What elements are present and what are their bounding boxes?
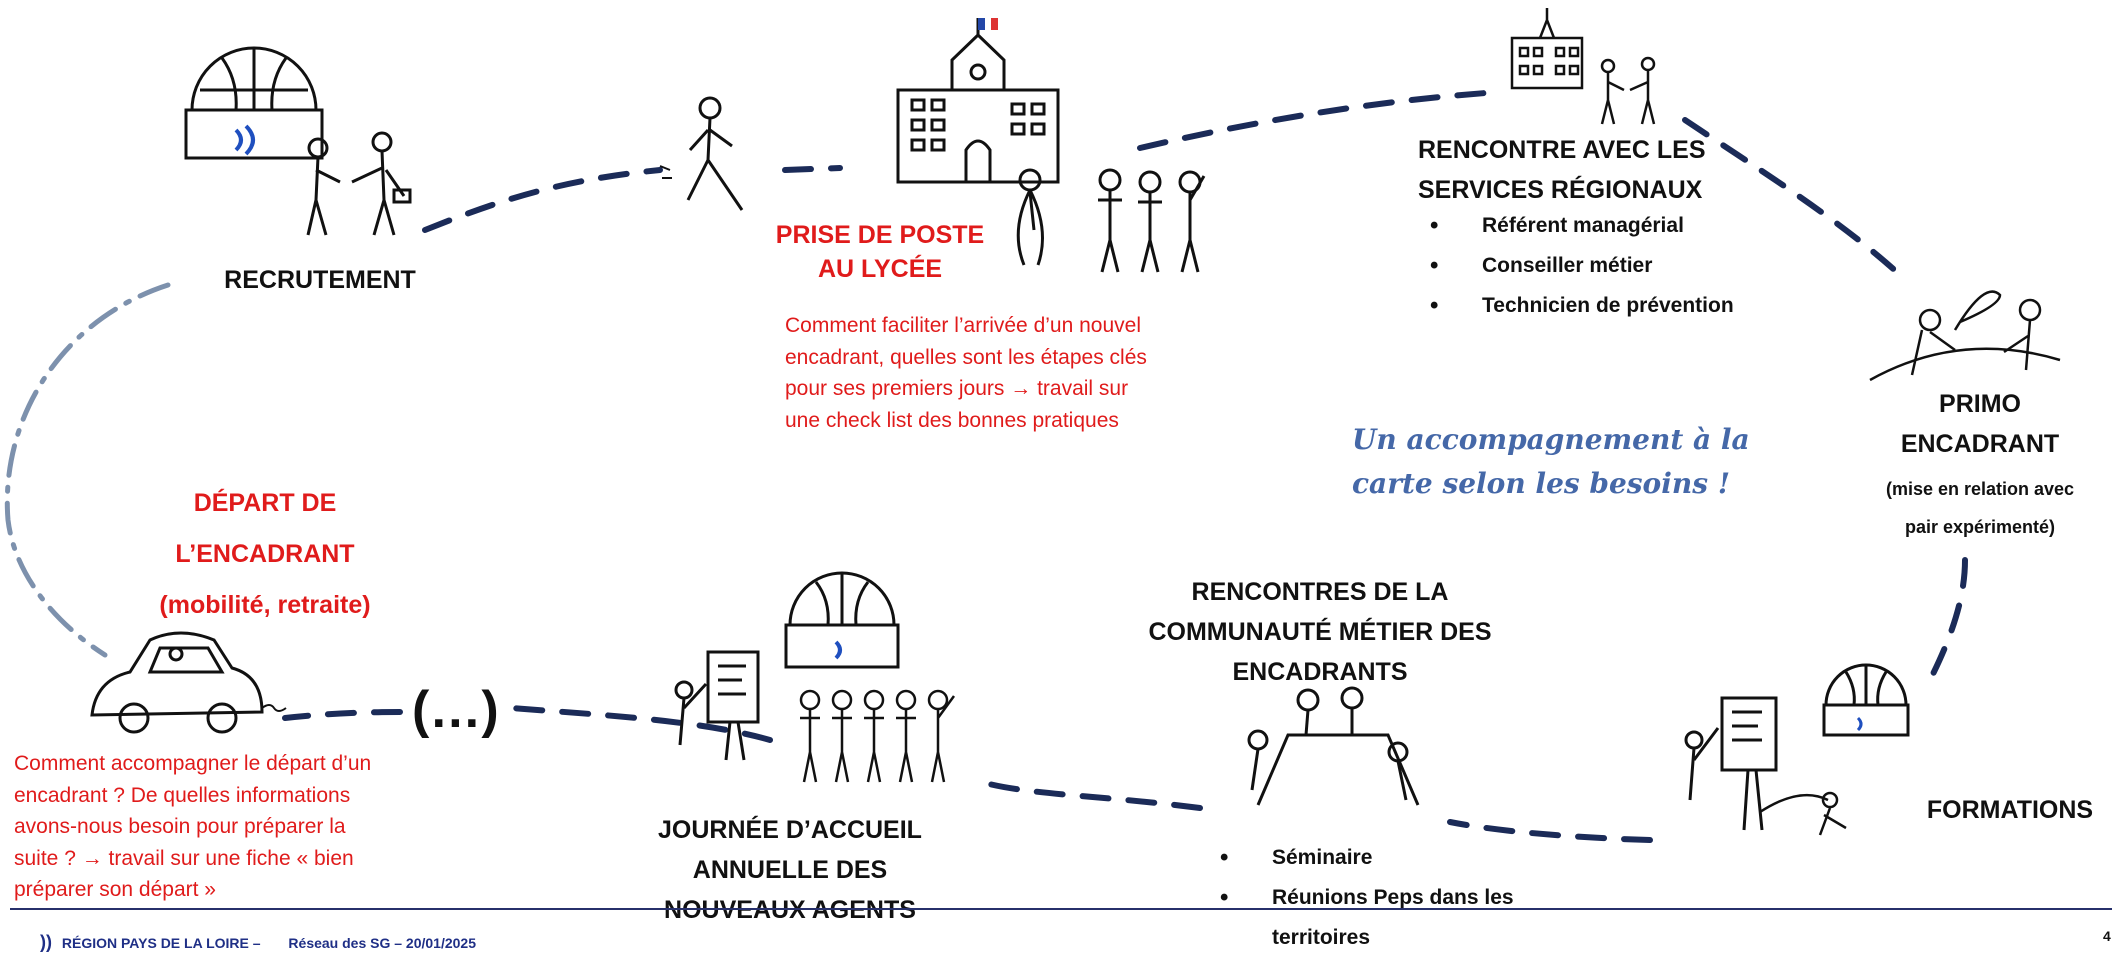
footer-org: )) RÉGION PAYS DE LA LOIRE – Réseau des … bbox=[40, 932, 476, 953]
path-region-to-primo bbox=[1682, 117, 1903, 278]
prise-de-poste-text-line: Comment faciliter l’arrivée d’un nouvel bbox=[785, 314, 1141, 337]
stage-primo-encadrant: PRIMO ENCADRANT bbox=[1870, 384, 2090, 464]
list-item: territoires bbox=[1272, 926, 1371, 949]
primo-note-line1: (mise en relation avec bbox=[1885, 479, 2075, 499]
stage-formations-label: FORMATIONS bbox=[1926, 796, 2094, 824]
lycee-building-icon bbox=[896, 18, 1060, 184]
stage-depart-line1: DÉPART DE bbox=[193, 489, 337, 517]
stage-depart-line3: (mobilité, retraite) bbox=[159, 591, 371, 619]
stage-recrutement-label: RECRUTEMENT bbox=[224, 266, 416, 294]
footer-org-name: RÉGION PAYS DE LA LOIRE – bbox=[61, 935, 261, 951]
depart-text-line: suite ? → travail sur une fiche « bien bbox=[14, 846, 354, 870]
dome-building-icon bbox=[1822, 663, 1910, 737]
reclining-person-icon bbox=[1759, 791, 1847, 836]
stage-rencontre-line1: RENCONTRE AVEC LES bbox=[1418, 136, 1706, 164]
region-logo-icon: )) bbox=[40, 932, 52, 952]
regional-building-icon bbox=[1510, 8, 1584, 90]
stage-journee-accueil: JOURNÉE D’ACCUEIL ANNUELLE DES NOUVEAUX … bbox=[640, 810, 940, 930]
slogan-line2: carte selon les besoins ! bbox=[1352, 467, 1731, 500]
stage-prise-de-poste: PRISE DE POSTE AU LYCÉE bbox=[760, 218, 1000, 286]
stage-primo-line1: PRIMO bbox=[1939, 390, 2021, 418]
stage-journee-line2: ANNUELLE DES bbox=[692, 856, 888, 884]
depart-text-line: avons-nous besoin pour préparer la bbox=[14, 815, 346, 838]
stage-communaute: RENCONTRES DE LA COMMUNAUTÉ MÉTIER DES E… bbox=[1130, 572, 1510, 692]
dome-building-icon bbox=[184, 46, 324, 160]
primo-note: (mise en relation avec pair expérimenté) bbox=[1860, 470, 2100, 546]
presentation-board-icon bbox=[674, 650, 760, 761]
podium-icon bbox=[1247, 686, 1420, 806]
presentation-board-icon bbox=[1684, 696, 1778, 831]
primo-note-line2: pair expérimenté) bbox=[1904, 517, 2056, 537]
stage-formations: FORMATIONS bbox=[1910, 792, 2110, 830]
stage-communaute-line3: ENCADRANTS bbox=[1232, 658, 1408, 686]
path-journee-to-ellipsis bbox=[509, 705, 773, 743]
stage-journee-line1: JOURNÉE D’ACCUEIL bbox=[658, 816, 922, 844]
list-item: Conseiller métier bbox=[1430, 246, 1734, 286]
communaute-items-list: Séminaire Réunions Peps dans les territo… bbox=[1220, 838, 1514, 958]
list-item: Réunions Peps dans les bbox=[1220, 878, 1514, 918]
depart-text-line: préparer son départ » bbox=[14, 878, 216, 901]
stage-recrutement: RECRUTEMENT bbox=[200, 262, 440, 300]
footer-event: Réseau des SG – 20/01/2025 bbox=[288, 935, 476, 951]
stage-communaute-line2: COMMUNAUTÉ MÉTIER DES bbox=[1148, 618, 1492, 646]
walking-person-icon bbox=[659, 96, 744, 211]
conversation-icon bbox=[1869, 290, 2061, 382]
slogan: Un accompagnement à la carte selon les b… bbox=[1352, 418, 1750, 506]
ellipsis: (…) bbox=[412, 681, 499, 739]
handshake-icon bbox=[1600, 56, 1656, 125]
stage-rencontre-line2: SERVICES RÉGIONAUX bbox=[1418, 176, 1703, 204]
slogan-line1: Un accompagnement à la bbox=[1352, 423, 1750, 456]
prise-de-poste-text-line: pour ses premiers jours → travail sur bbox=[785, 377, 1129, 400]
path-primo-to-formations bbox=[1927, 557, 1968, 683]
stage-journee-line3: NOUVEAUX AGENTS bbox=[664, 896, 916, 924]
list-item: Référent managérial bbox=[1430, 206, 1734, 246]
stage-prise-de-poste-line2: AU LYCÉE bbox=[817, 255, 943, 283]
prise-de-poste-text-line: une check list des bonnes pratiques bbox=[785, 408, 1119, 432]
list-item: Technicien de prévention bbox=[1430, 286, 1734, 326]
path-return-loop bbox=[4, 282, 171, 658]
dome-building-icon bbox=[784, 571, 900, 669]
page-number: 4 bbox=[2103, 928, 2111, 944]
stage-prise-de-poste-line1: PRISE DE POSTE bbox=[775, 221, 985, 249]
stage-depart: DÉPART DE L’ENCADRANT (mobilité, retrait… bbox=[140, 478, 390, 631]
list-item: Séminaire bbox=[1220, 838, 1514, 878]
team-icon bbox=[1016, 168, 1206, 273]
stage-communaute-line1: RENCONTRES DE LA bbox=[1191, 578, 1449, 606]
path-communaute-to-journee bbox=[972, 777, 1203, 811]
path-ellipsis-to-car bbox=[282, 709, 403, 721]
path-formations-to-communaute bbox=[1447, 819, 1653, 843]
footer-divider bbox=[10, 908, 2112, 910]
depart-description: Comment accompagner le départ d’un encad… bbox=[14, 748, 371, 906]
path-recrutement-to-walker bbox=[422, 167, 663, 233]
prise-de-poste-description: Comment faciliter l’arrivée d’un nouvel … bbox=[785, 310, 1147, 436]
depart-text-line: encadrant ? De quelles informations bbox=[14, 783, 351, 807]
stage-primo-line2: ENCADRANT bbox=[1900, 430, 2060, 458]
handshake-icon bbox=[306, 131, 412, 236]
car-icon bbox=[90, 631, 287, 734]
depart-text-line: Comment accompagner le départ d’un bbox=[14, 752, 372, 775]
prise-de-poste-text-line: encadrant, quelles sont les étapes clés bbox=[785, 345, 1147, 369]
path-lycee-to-region bbox=[1137, 89, 1503, 151]
slide-footer: )) RÉGION PAYS DE LA LOIRE – Réseau des … bbox=[0, 908, 2123, 953]
stage-depart-line2: L’ENCADRANT bbox=[175, 540, 355, 568]
stage-rencontre-services: RENCONTRE AVEC LES SERVICES RÉGIONAUX bbox=[1418, 130, 1708, 210]
path-walker-to-lycee bbox=[782, 165, 843, 173]
rencontre-items-list: Référent managérial Conseiller métier Te… bbox=[1430, 206, 1734, 326]
team-icon bbox=[799, 689, 956, 783]
